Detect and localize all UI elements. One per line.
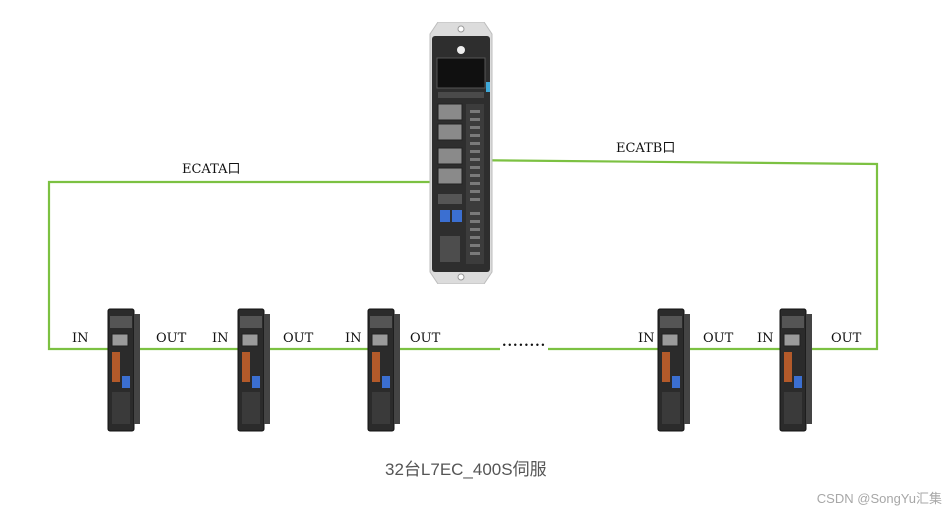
- ecatb-port-label: ECATB口: [616, 141, 676, 156]
- servo-out-label: OUT: [410, 331, 441, 346]
- servo-out-label: OUT: [156, 331, 187, 346]
- servo-out-label: OUT: [283, 331, 314, 346]
- more-servos-ellipsis: ........: [502, 335, 547, 350]
- servo-in-label: IN: [72, 331, 89, 346]
- servo-out-label: OUT: [703, 331, 734, 346]
- diagram-caption: 32台L7EC_400S伺服: [385, 460, 547, 479]
- cable-ecatb: [457, 158, 879, 351]
- servo-drive-icon: [237, 308, 270, 432]
- ecata-port-label: ECATA口: [182, 162, 241, 177]
- servo-drive-icon: [367, 308, 400, 432]
- watermark: CSDN @SongYu汇集: [816, 491, 942, 506]
- servo-drive-icon: [657, 308, 690, 432]
- servo-in-label: IN: [638, 331, 655, 346]
- servo-out-label: OUT: [831, 331, 862, 346]
- servo-drive-icon: [779, 308, 812, 432]
- servo-in-label: IN: [345, 331, 362, 346]
- cable-ecata: [47, 180, 440, 351]
- motion-controller-icon: [429, 22, 493, 284]
- servo-in-label: IN: [212, 331, 229, 346]
- servo-drive-icon: [107, 308, 140, 432]
- servo-in-label: IN: [757, 331, 774, 346]
